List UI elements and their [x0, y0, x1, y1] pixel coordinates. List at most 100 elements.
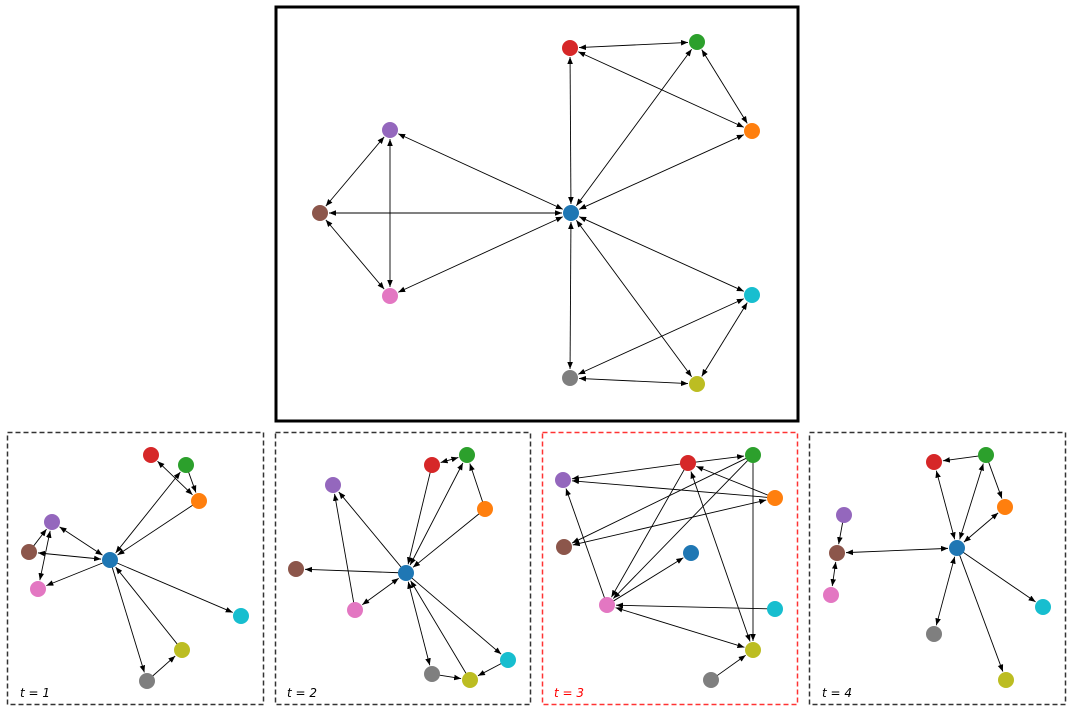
- snapshot-4-node-green: [978, 447, 994, 463]
- snapshot-4-edge-blue-green: [959, 463, 984, 540]
- main-node-gray: [562, 370, 578, 386]
- main-node-blue: [563, 205, 579, 221]
- snapshot-2-edge-blue-gray: [407, 581, 431, 666]
- snapshot-3-edge-gray-olive: [716, 654, 746, 677]
- snapshot-4-edge-blue-olive: [959, 554, 1004, 672]
- snapshot-1-edge-blue-pink: [46, 562, 104, 587]
- snapshot-3-edge-red-purple: [571, 463, 682, 481]
- snapshot-4-edge-blue-gray: [935, 556, 956, 626]
- snapshot-4-node-brown: [829, 545, 845, 561]
- snapshot-2-node-pink: [347, 602, 363, 618]
- snapshot-frame-3: [541, 431, 799, 706]
- main-node-orange: [744, 123, 760, 139]
- main-edge-purple-blue: [397, 133, 564, 210]
- snapshot-1-edge-green-orange: [187, 471, 197, 493]
- snapshot-3-node-orange: [767, 490, 783, 506]
- main-edge-brown-pink: [325, 219, 385, 290]
- snapshot-2-node-purple: [325, 477, 341, 493]
- snapshot-2-node-green: [459, 447, 475, 463]
- main-node-purple: [382, 122, 398, 138]
- snapshot-1-edge-blue-brown: [37, 550, 102, 562]
- snapshot-4-edge-orange-blue: [963, 512, 999, 543]
- snapshot-3-edge-red-green: [694, 454, 745, 463]
- snapshot-2-edge-pink-purple: [333, 493, 355, 604]
- main-edge-green-orange: [701, 49, 748, 124]
- snapshot-1-edge-orange-blue: [117, 504, 194, 556]
- snapshot-1-edge-blue-gray: [111, 566, 145, 673]
- snapshot-label-1: t = 1: [20, 686, 50, 700]
- snapshot-2-edge-orange-green: [469, 463, 484, 503]
- snapshot-frame-4: [808, 431, 1067, 706]
- main-edge-red-orange: [578, 51, 744, 128]
- snapshot-3-edge-green-brown: [571, 457, 747, 544]
- main-edge-blue-gray: [567, 221, 574, 370]
- snapshot-1-node-red: [143, 447, 159, 463]
- snapshot-label-4: t = 4: [822, 686, 852, 700]
- snapshot-2-edge-olive-blue: [410, 580, 467, 675]
- snapshot-3-node-purple: [555, 472, 571, 488]
- main-edge-cyan-gray: [578, 298, 744, 375]
- snapshot-1-node-gray: [139, 673, 155, 689]
- snapshot-4-node-orange: [997, 499, 1013, 515]
- snapshot-1-node-purple: [44, 514, 60, 530]
- main-edge-blue-cyan: [579, 216, 744, 292]
- main-graph: [312, 34, 760, 392]
- snapshot-4-edge-green-red: [942, 455, 980, 463]
- main-node-red: [562, 40, 578, 56]
- snapshot-label-2: t = 2: [287, 686, 317, 700]
- snapshot-3-node-blue: [683, 545, 699, 561]
- snapshot-2-node-gray: [424, 666, 440, 682]
- snapshot-3-edge-pink-purple: [565, 488, 606, 599]
- snapshot-4-node-gray: [926, 626, 942, 642]
- snapshot-2-edge-blue-brown: [304, 566, 400, 574]
- main-edge-purple-brown: [325, 136, 385, 207]
- snapshot-2-edge-blue-purple: [338, 491, 402, 568]
- snapshot-4-node-blue: [949, 540, 965, 556]
- snapshot-2-edge-red-blue: [407, 471, 431, 565]
- snapshot-1-node-olive: [174, 642, 190, 658]
- snapshot-2-edge-orange-blue: [412, 513, 480, 568]
- snapshot-graph-4: [823, 447, 1051, 688]
- snapshot-2-edge-pink-blue: [362, 577, 399, 606]
- snapshot-1-node-brown: [21, 544, 37, 560]
- snapshot-2-node-olive: [462, 672, 478, 688]
- snapshot-3-edge-cyan-pink: [615, 602, 769, 610]
- snapshot-4-node-olive: [998, 672, 1014, 688]
- snapshot-1-node-blue: [102, 552, 118, 568]
- snapshot-3-node-pink: [599, 597, 615, 613]
- snapshot-1-node-green: [178, 457, 194, 473]
- snapshot-3-edge-pink-blue: [612, 557, 684, 602]
- snapshot-1-edge-blue-cyan: [116, 562, 233, 613]
- snapshot-1-edge-brown-purple: [32, 528, 47, 547]
- snapshot-1-edge-green-blue: [115, 471, 181, 554]
- snapshot-frame-1: [6, 431, 265, 706]
- snapshot-4-edge-brown-pink: [830, 561, 838, 587]
- snapshot-1-edge-purple-pink: [38, 530, 52, 581]
- snapshot-graph-1: [21, 447, 249, 689]
- main-node-cyan: [744, 287, 760, 303]
- snapshot-label-3: t = 3: [554, 686, 584, 700]
- snapshot-4-edge-brown-blue: [845, 545, 949, 556]
- snapshot-1-node-cyan: [233, 608, 249, 624]
- main-node-brown: [312, 205, 328, 221]
- snapshot-2-node-orange: [477, 501, 493, 517]
- snapshot-3-edge-orange-red: [696, 465, 769, 496]
- main-edge-red-green: [578, 39, 689, 51]
- snapshot-4-node-cyan: [1035, 599, 1051, 615]
- snapshot-1-edge-gray-olive: [151, 655, 176, 677]
- snapshot-2-edge-blue-cyan: [411, 577, 502, 655]
- snapshot-1-node-pink: [30, 581, 46, 597]
- snapshot-2-edge-gray-olive: [438, 674, 462, 681]
- main-node-pink: [382, 288, 398, 304]
- snapshot-2-node-red: [424, 457, 440, 473]
- snapshot-1-node-orange: [191, 493, 207, 509]
- main-edge-blue-olive: [575, 219, 693, 378]
- snapshot-4-node-pink: [823, 587, 839, 603]
- snapshot-2-edge-cyan-olive: [477, 662, 503, 677]
- main-graph-frame: [274, 5, 800, 423]
- snapshot-4-node-red: [926, 454, 942, 470]
- main-edge-green-blue: [575, 48, 693, 207]
- snapshot-3-node-green: [745, 447, 761, 463]
- main-node-green: [689, 34, 705, 50]
